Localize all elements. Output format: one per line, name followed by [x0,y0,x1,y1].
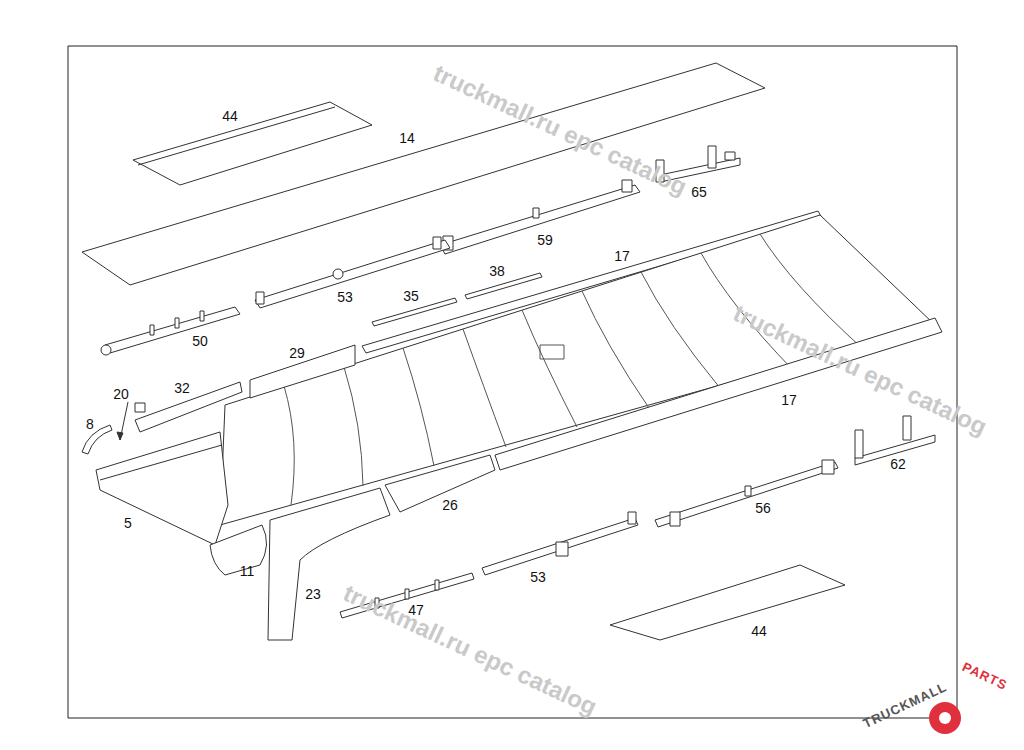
roof-panel [610,565,845,640]
callout-number: 59 [535,232,555,248]
corner-piece [210,525,267,575]
callout-number: 8 [84,416,96,432]
rail [482,512,638,575]
logo-text: TRUCKMALL [861,679,949,731]
clip [135,403,145,412]
front-cap [96,432,228,545]
rail [440,180,640,254]
watermark: truckmall.ru epc catalog [429,59,691,201]
logo-text: PARTS [960,659,1010,693]
callout-number: 29 [287,345,307,361]
roof-rail [495,318,942,470]
callout-number: 35 [401,288,421,304]
trim [385,455,495,512]
callout-number: 11 [238,563,257,579]
panel [250,345,355,398]
callout-number: 23 [303,586,323,602]
rail [101,307,240,355]
callout-number: 56 [753,500,773,516]
callout-number: 26 [440,497,460,513]
callout-number: 53 [528,569,548,585]
callout-number: 62 [888,456,908,472]
callout-number: 44 [220,108,240,124]
logo-mark [929,702,961,734]
callout-number: 20 [111,386,131,402]
rail [255,237,450,308]
callout-number: 65 [689,184,709,200]
frame [68,46,957,718]
callout-number: 44 [749,623,769,639]
callout-number: 17 [779,392,799,408]
watermark: truckmall.ru epc catalog [339,579,601,721]
callout-number: 53 [335,289,355,305]
callout-number: 17 [612,248,632,264]
watermark: truckmall.ru epc catalog [729,299,991,441]
callout-number: 14 [397,130,417,146]
callout-number: 32 [172,380,192,396]
rail [655,460,838,527]
callout-number: 50 [190,333,210,349]
callout-number: 38 [487,263,507,279]
callout-number: 5 [122,515,134,531]
roof-panel [133,102,372,185]
